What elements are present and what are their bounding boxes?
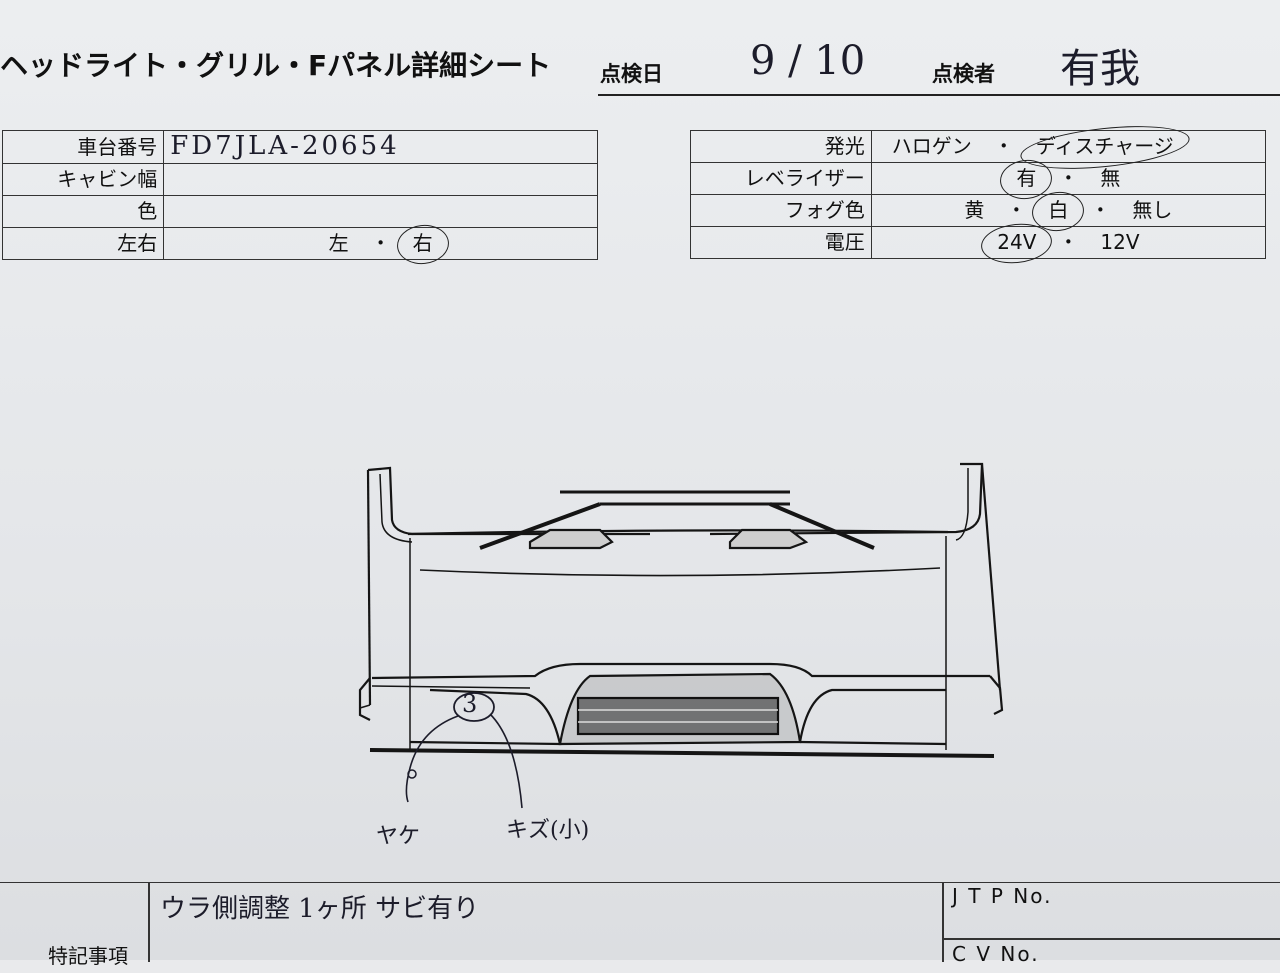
- lamp-spec-table: 発光 ハロゲン・ディスチャージ レベライザー 有・無 フォグ色 黄・白・無し 電…: [690, 130, 1267, 259]
- table-row: キャビン幅: [1, 163, 598, 196]
- damage-note-burn: ヤケ: [376, 824, 421, 849]
- voltage-option-12v[interactable]: 12V: [1100, 230, 1140, 254]
- voltage-option-24v[interactable]: 24V: [991, 227, 1042, 258]
- side-label: 左右: [1, 227, 165, 260]
- emission-option-discharge[interactable]: ディスチャージ: [1030, 131, 1180, 162]
- fog-option-none[interactable]: 無し: [1132, 198, 1173, 222]
- chassis-number-field[interactable]: FD7JLA-20654: [163, 130, 598, 164]
- color-label: 色: [1, 195, 165, 228]
- emission-options: ハロゲン・ディスチャージ: [870, 130, 1267, 163]
- notes-cell-divider: [942, 938, 1280, 940]
- cabin-width-label: キャビン幅: [1, 163, 165, 196]
- table-row: 発光 ハロゲン・ディスチャージ: [690, 130, 1267, 163]
- damage-marker-number: 3: [462, 690, 478, 718]
- table-row: 電圧 24V・12V: [690, 226, 1267, 259]
- table-row: レベライザー 有・無: [690, 162, 1267, 195]
- sheet-title: ヘッドライト・グリル・Fパネル詳細シート: [0, 49, 552, 82]
- emission-label: 発光: [690, 130, 872, 163]
- voltage-options: 24V・12V: [870, 226, 1267, 259]
- fog-option-yellow[interactable]: 黄: [964, 198, 985, 222]
- cabin-width-field[interactable]: [163, 163, 598, 196]
- inspector-label: 点検者: [932, 62, 995, 86]
- leveler-option-yes[interactable]: 有: [1010, 163, 1042, 194]
- inspector-value: 有我: [1060, 46, 1140, 92]
- side-options: 左・右: [163, 227, 598, 260]
- side-option-left[interactable]: 左: [328, 231, 349, 255]
- header-underline: [598, 94, 1280, 96]
- notes-text[interactable]: ウラ側調整 1ヶ所 サビ有り: [160, 894, 480, 924]
- fog-color-label: フォグ色: [690, 194, 872, 227]
- vehicle-info-table: 車台番号 FD7JLA-20654 キャビン幅 色 左右 左・右: [1, 130, 598, 260]
- notes-section: [0, 882, 1280, 973]
- voltage-label: 電圧: [690, 226, 872, 259]
- emission-option-halogen[interactable]: ハロゲン: [891, 134, 972, 158]
- notes-divider: [148, 882, 150, 962]
- notes-divider-right: [942, 882, 944, 962]
- color-field[interactable]: [163, 195, 598, 228]
- cv-number-label: C V No.: [952, 942, 1040, 966]
- jtp-number-label: J T P No.: [952, 884, 1053, 908]
- table-row: フォグ色 黄・白・無し: [690, 194, 1267, 227]
- leveler-option-no[interactable]: 無: [1100, 166, 1121, 190]
- date-value: 9 / 10: [750, 38, 866, 84]
- date-label: 点検日: [600, 62, 663, 86]
- table-row: 左右 左・右: [1, 227, 598, 260]
- chassis-number-label: 車台番号: [1, 130, 165, 164]
- table-row: 車台番号 FD7JLA-20654: [1, 130, 598, 164]
- fog-option-white[interactable]: 白: [1042, 195, 1074, 226]
- table-row: 色: [1, 195, 598, 228]
- fog-color-options: 黄・白・無し: [870, 194, 1267, 227]
- annotation-leader-lines: [405, 692, 523, 809]
- damage-note-scratch: キズ(小): [506, 818, 590, 843]
- truck-front-panel-drawing: [358, 462, 1004, 758]
- notes-label: 特記事項: [48, 944, 128, 968]
- chassis-number-value: FD7JLA-20654: [170, 131, 400, 161]
- side-option-right[interactable]: 右: [407, 228, 439, 259]
- leveler-label: レベライザー: [690, 162, 872, 195]
